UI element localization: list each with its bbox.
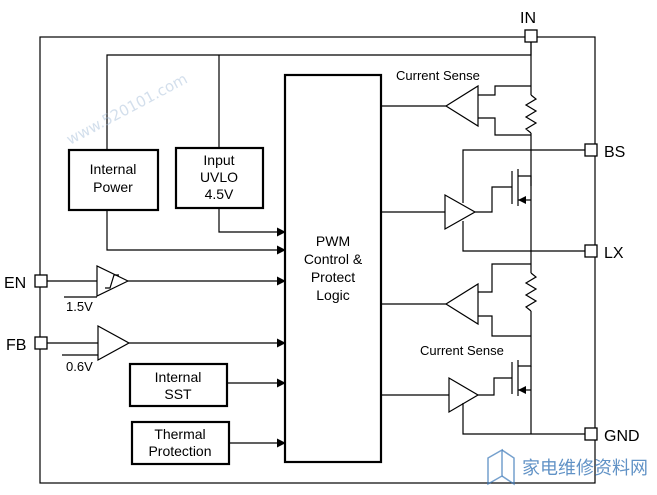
power-stage (511, 42, 585, 435)
pin-fb-label: FB (6, 337, 26, 354)
internal-power-line-1: Internal (90, 161, 137, 177)
pwm-logic-line-1: PWM (316, 233, 350, 249)
internal-sst-line-1: Internal (155, 369, 202, 385)
en-comparator (47, 265, 286, 298)
current-sense-bottom-label: Current Sense (420, 343, 504, 358)
pin-in-label: IN (520, 10, 536, 27)
pin-bs (584, 143, 598, 157)
pin-lx (584, 244, 598, 258)
internal-power-line-2: Power (93, 179, 133, 195)
watermark-logo-text: 家电维修资料网 (522, 458, 648, 479)
thermal-protection-line-1: Thermal (154, 426, 205, 442)
input-uvlo-line-3: 4.5V (205, 186, 234, 202)
internal-sst-block (128, 362, 229, 408)
pin-gnd (584, 427, 598, 441)
pwm-logic-block (283, 73, 383, 464)
en-threshold-label: 1.5V (66, 299, 93, 314)
pin-bs-label: BS (604, 144, 625, 161)
pwm-logic-line-4: Logic (316, 287, 349, 303)
bottom-gate-driver (381, 376, 531, 435)
current-sense-top-label: Current Sense (396, 68, 480, 83)
chip-outline (39, 36, 596, 484)
top-mosfet-arrow (518, 196, 526, 204)
top-gate-driver (381, 149, 531, 252)
bottom-current-sense-amp (381, 263, 531, 337)
top-current-sense-amp (381, 84, 531, 136)
pin-in (524, 29, 538, 43)
watermark-text: www.520101.com (63, 70, 190, 149)
internal-sst-line-2: SST (164, 386, 192, 402)
watermark-logo-icon (487, 448, 515, 486)
pin-lx-label: LX (604, 245, 624, 262)
pin-en-label: EN (4, 275, 26, 292)
input-uvlo-line-1: Input (203, 152, 234, 168)
pin-fb (34, 336, 48, 350)
internal-power-block (67, 148, 160, 212)
thermal-protection-block (130, 420, 231, 466)
fb-amplifier (47, 324, 286, 362)
thermal-protection-line-2: Protection (148, 443, 211, 459)
pin-en (34, 274, 48, 288)
pwm-logic-line-3: Protect (311, 269, 355, 285)
bottom-mosfet-arrow (518, 386, 526, 394)
input-uvlo-line-2: UVLO (200, 169, 238, 185)
pin-gnd-label: GND (604, 428, 640, 445)
fb-reference-label: 0.6V (66, 359, 93, 374)
pwm-logic-line-2: Control & (304, 251, 363, 267)
